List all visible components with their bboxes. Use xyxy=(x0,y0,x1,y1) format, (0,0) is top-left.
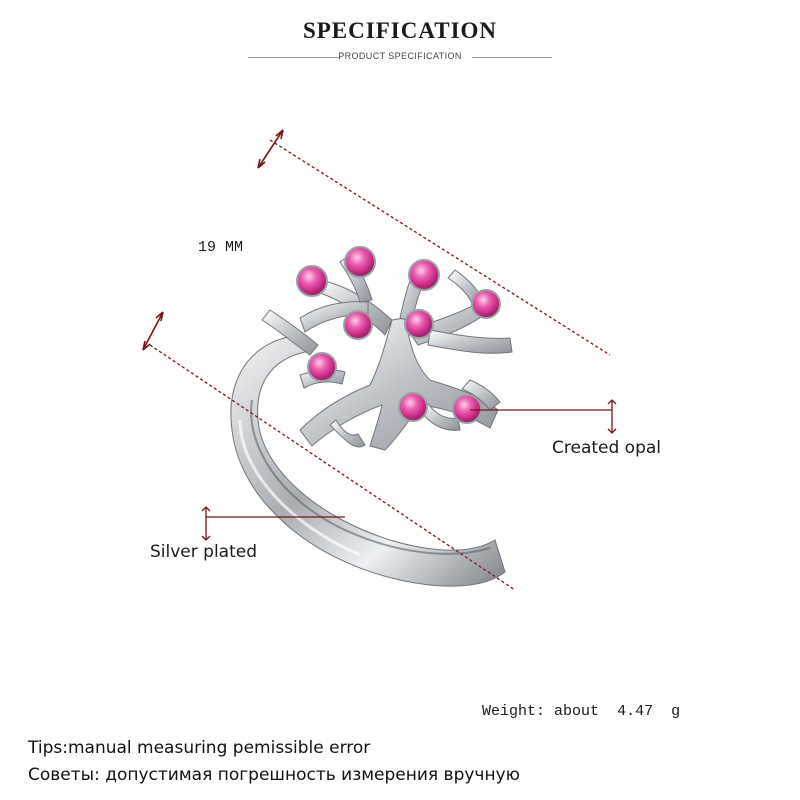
subtitle-divider-right xyxy=(472,57,552,58)
weight-unit: g xyxy=(671,703,681,720)
opal-stone xyxy=(408,259,440,291)
opal-stone xyxy=(307,352,337,382)
weight-label: Weight: xyxy=(482,703,546,720)
callout-silver-plated xyxy=(201,506,345,541)
subtitle-divider-left xyxy=(248,57,340,58)
dimension-lines xyxy=(142,129,611,591)
opal-stone xyxy=(296,265,328,297)
opal-stone xyxy=(343,310,373,340)
tips-english: Tips:manual measuring pemissible error xyxy=(28,738,371,758)
opal-stones xyxy=(296,246,501,424)
opal-stone xyxy=(471,289,501,319)
weight-prefix: about xyxy=(554,703,600,720)
tips-russian: Советы: допустимая погрешность измерения… xyxy=(28,765,520,785)
weight-value: 4.47 xyxy=(617,703,654,720)
dimension-label: 19 MM xyxy=(198,239,244,256)
silver-plated-label: Silver plated xyxy=(150,542,257,562)
opal-stone xyxy=(344,246,376,278)
page-subtitle: PRODUCT SPECIFICATION xyxy=(338,51,462,61)
callout-created-opal xyxy=(470,399,617,434)
created-opal-label: Created opal xyxy=(552,438,662,458)
ring-band xyxy=(230,334,506,587)
opal-stone xyxy=(404,309,434,339)
opal-stone xyxy=(452,394,482,424)
opal-stone xyxy=(398,392,428,422)
weight-info: Weight: about 4.47 g xyxy=(482,703,680,720)
page-title: SPECIFICATION xyxy=(302,18,498,43)
